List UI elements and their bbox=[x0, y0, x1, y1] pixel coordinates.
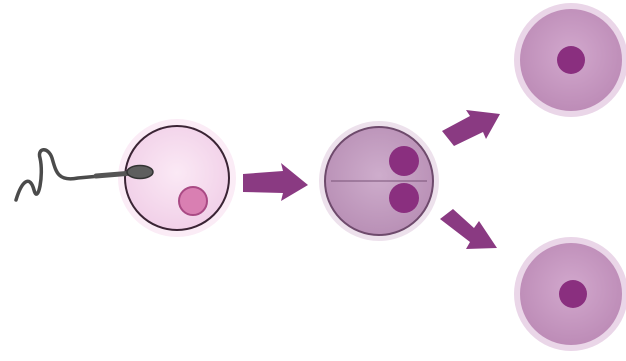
daughter-cell-bottom-group bbox=[514, 237, 626, 351]
fertilization-stage bbox=[16, 119, 236, 237]
zygote-nucleus-top bbox=[389, 146, 419, 176]
daughter-cell-top-nucleus bbox=[557, 46, 585, 74]
daughter-cell-top-group bbox=[514, 3, 626, 117]
arrow-down-right-icon bbox=[440, 209, 497, 249]
arrow-up-right-icon bbox=[442, 110, 500, 146]
egg-nucleus bbox=[179, 187, 207, 215]
daughter-cell-bottom-nucleus bbox=[559, 280, 587, 308]
sperm-tail bbox=[16, 150, 100, 200]
sperm-head bbox=[127, 166, 153, 179]
zygote-nucleus-bottom bbox=[389, 183, 419, 213]
arrow-right-icon bbox=[243, 163, 308, 201]
zygote-stage bbox=[319, 121, 439, 241]
